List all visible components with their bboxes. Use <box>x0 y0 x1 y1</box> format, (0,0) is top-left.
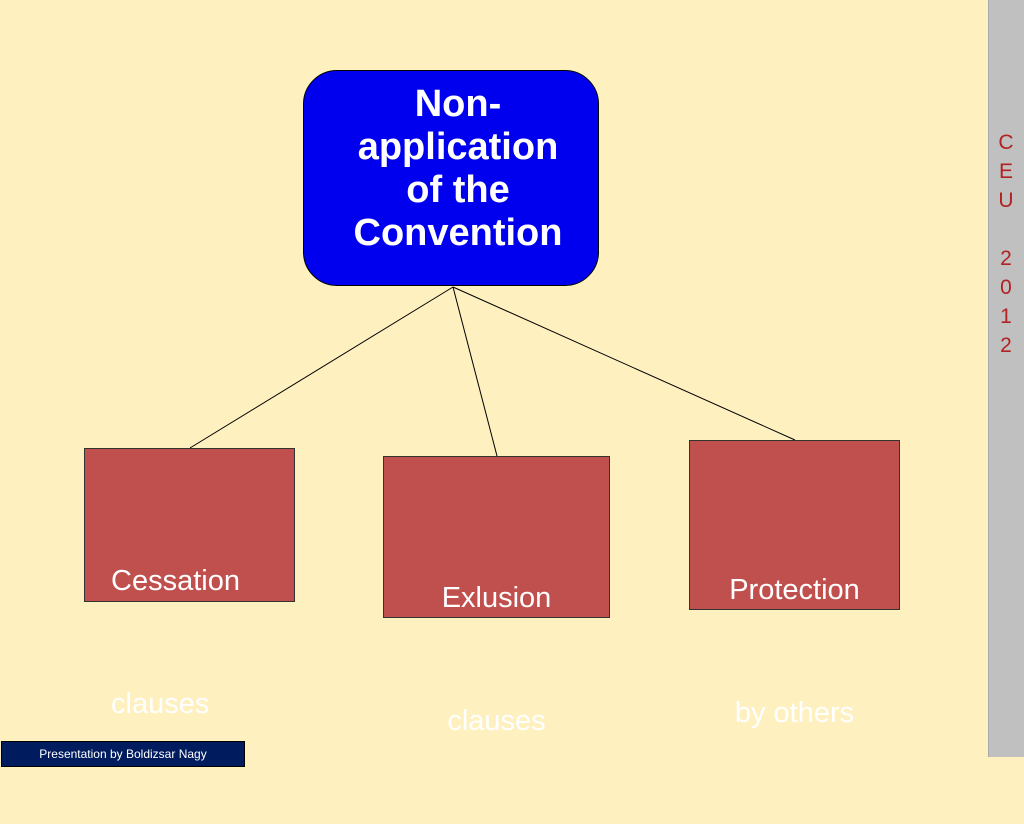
footer-credit: Presentation by Boldizsar Nagy <box>1 741 245 767</box>
child-node-label: Cessation clauses <box>111 479 240 807</box>
child-node-label: Exlusion clauses <box>384 496 609 824</box>
child-node-protection: Protection by others <box>689 440 900 729</box>
connector-exclusion <box>452 286 498 457</box>
connector-protection <box>452 286 796 441</box>
side-char: C <box>998 131 1014 154</box>
slide: Non- application of the Convention Cessa… <box>1 0 1024 767</box>
child-line-1: Protection <box>729 574 860 606</box>
child-line-2: clauses <box>111 688 210 720</box>
child-line-1: Cessation <box>111 565 240 597</box>
connector-lines <box>189 286 796 457</box>
side-text: C E U 2 0 1 2 <box>988 128 1024 360</box>
root-line-1: Non- <box>414 83 502 125</box>
root-node-label: Non- application of the Convention <box>323 83 593 255</box>
side-char: U <box>998 189 1014 212</box>
side-strip <box>988 0 1024 757</box>
child-node-exclusion: Exlusion clauses <box>383 456 610 737</box>
root-line-3: of the <box>406 169 510 211</box>
side-char <box>988 215 1024 244</box>
root-node: Non- application of the Convention <box>303 70 599 286</box>
side-char: E <box>998 160 1013 183</box>
side-char: 2 <box>1000 247 1012 270</box>
side-char: 2 <box>1000 334 1012 357</box>
child-line-2: by others <box>734 697 855 729</box>
root-line-4: Convention <box>353 212 563 254</box>
side-char: 1 <box>1000 305 1012 328</box>
child-line-1: Exlusion <box>441 582 552 614</box>
connector-cessation <box>189 286 454 449</box>
child-node-cessation: Cessation clauses <box>84 448 295 720</box>
root-line-2: application <box>357 126 559 168</box>
child-line-2: clauses <box>447 705 546 737</box>
side-char: 0 <box>1000 276 1012 299</box>
child-node-label: Protection by others <box>690 488 899 816</box>
